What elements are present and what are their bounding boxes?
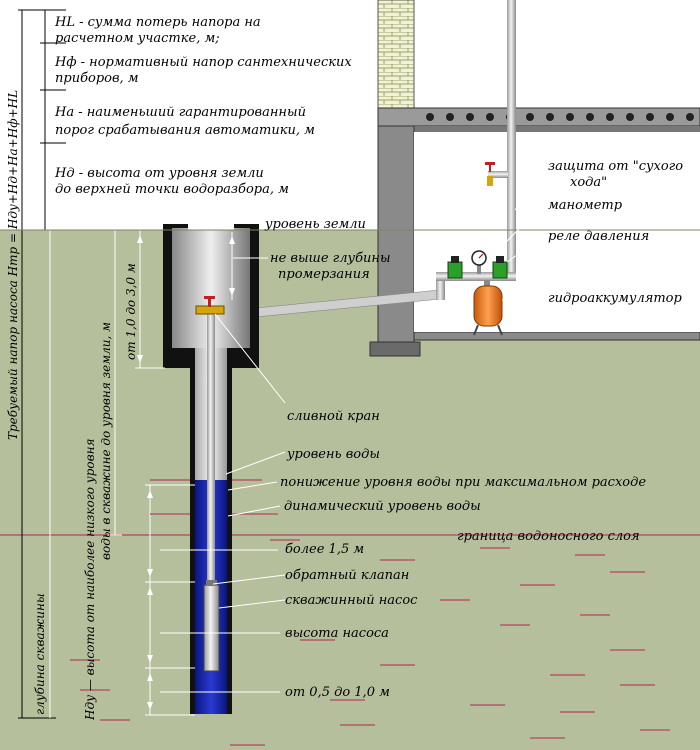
label-well-depth: глубина скважины [33,593,47,715]
foundation-footing [369,341,421,357]
manometer-icon [471,250,487,274]
basement-floor [413,331,700,341]
label-range-1-3: от 1,0 до 3,0 м [124,263,138,360]
supply-riser [436,274,445,300]
label-water-level: уровень воды [286,447,380,462]
label-hd: Hд - высота от уровня земли [54,166,264,181]
head-dimension-lines [18,9,66,719]
house-tap-icon [485,162,508,186]
label-bottom-gap: от 0,5 до 1,0 м [285,685,390,700]
label-ndu-2: воды в скважине до уровня земли, м [99,322,113,560]
label-drawdown: понижение уровня воды при максимальном р… [280,475,646,490]
label-ndu-1: Hду — высота от наиболее низкого уровня [83,438,97,721]
house [369,0,700,357]
label-dry-run-2: хода" [570,175,607,190]
foundation-wall [377,125,415,345]
label-pressure-relay: реле давления [548,229,649,244]
caisson-hatch [188,224,234,230]
dimension-arrows [137,235,235,710]
brick-wall [377,0,415,111]
label-accumulator: гидроаккумулятор [548,291,683,306]
drop-pipe [207,310,215,590]
dry-run-protection-icon [447,256,463,279]
label-manometer: манометр [548,198,623,213]
leader-lines [160,169,546,693]
label-hf: Hф - нормативный напор сантехнических [54,55,352,70]
drain-tap-icon [195,296,225,315]
label-frost-1: не выше глубины [270,251,391,266]
manifold-pipe [436,272,516,281]
label-aquifer: граница водоносного слоя [457,529,640,544]
accumulator-icon [473,280,503,336]
basement-room [414,132,700,332]
check-valve-icon [206,580,217,586]
label-hl: HL - сумма потерь напора на [54,15,261,30]
label-pump-height: высота насоса [285,626,389,641]
label-well-pump: скважинный насос [285,593,418,608]
label-hf-2: приборов, м [55,71,139,86]
label-dynamic-level: динамический уровень воды [284,499,481,514]
label-frost-2: промерзания [278,267,370,282]
label-hl-2: расчетном участке, м; [55,31,220,46]
label-ground-level: уровень земли [264,217,366,232]
label-hd-2: до верхней точки водоразбора, м [55,182,289,197]
label-check-valve: обратный клапан [285,568,409,583]
label-ha: Ha - наименьший гарантированный [54,105,306,120]
well-pump-body [203,584,220,672]
label-ha-2: порог срабатывания автоматики, м [55,123,315,138]
ceiling [378,126,700,132]
label-required-head: Требуемый напор насоса Hтр = Hду+Hд+Hа+H… [6,90,20,440]
riser-pipe [507,0,516,280]
pressure-relay-icon [492,256,508,279]
label-dry-run-1: защита от "сухого [548,159,683,174]
label-drain-tap: сливной кран [287,409,380,424]
label-more-1-5: более 1,5 м [285,542,364,557]
